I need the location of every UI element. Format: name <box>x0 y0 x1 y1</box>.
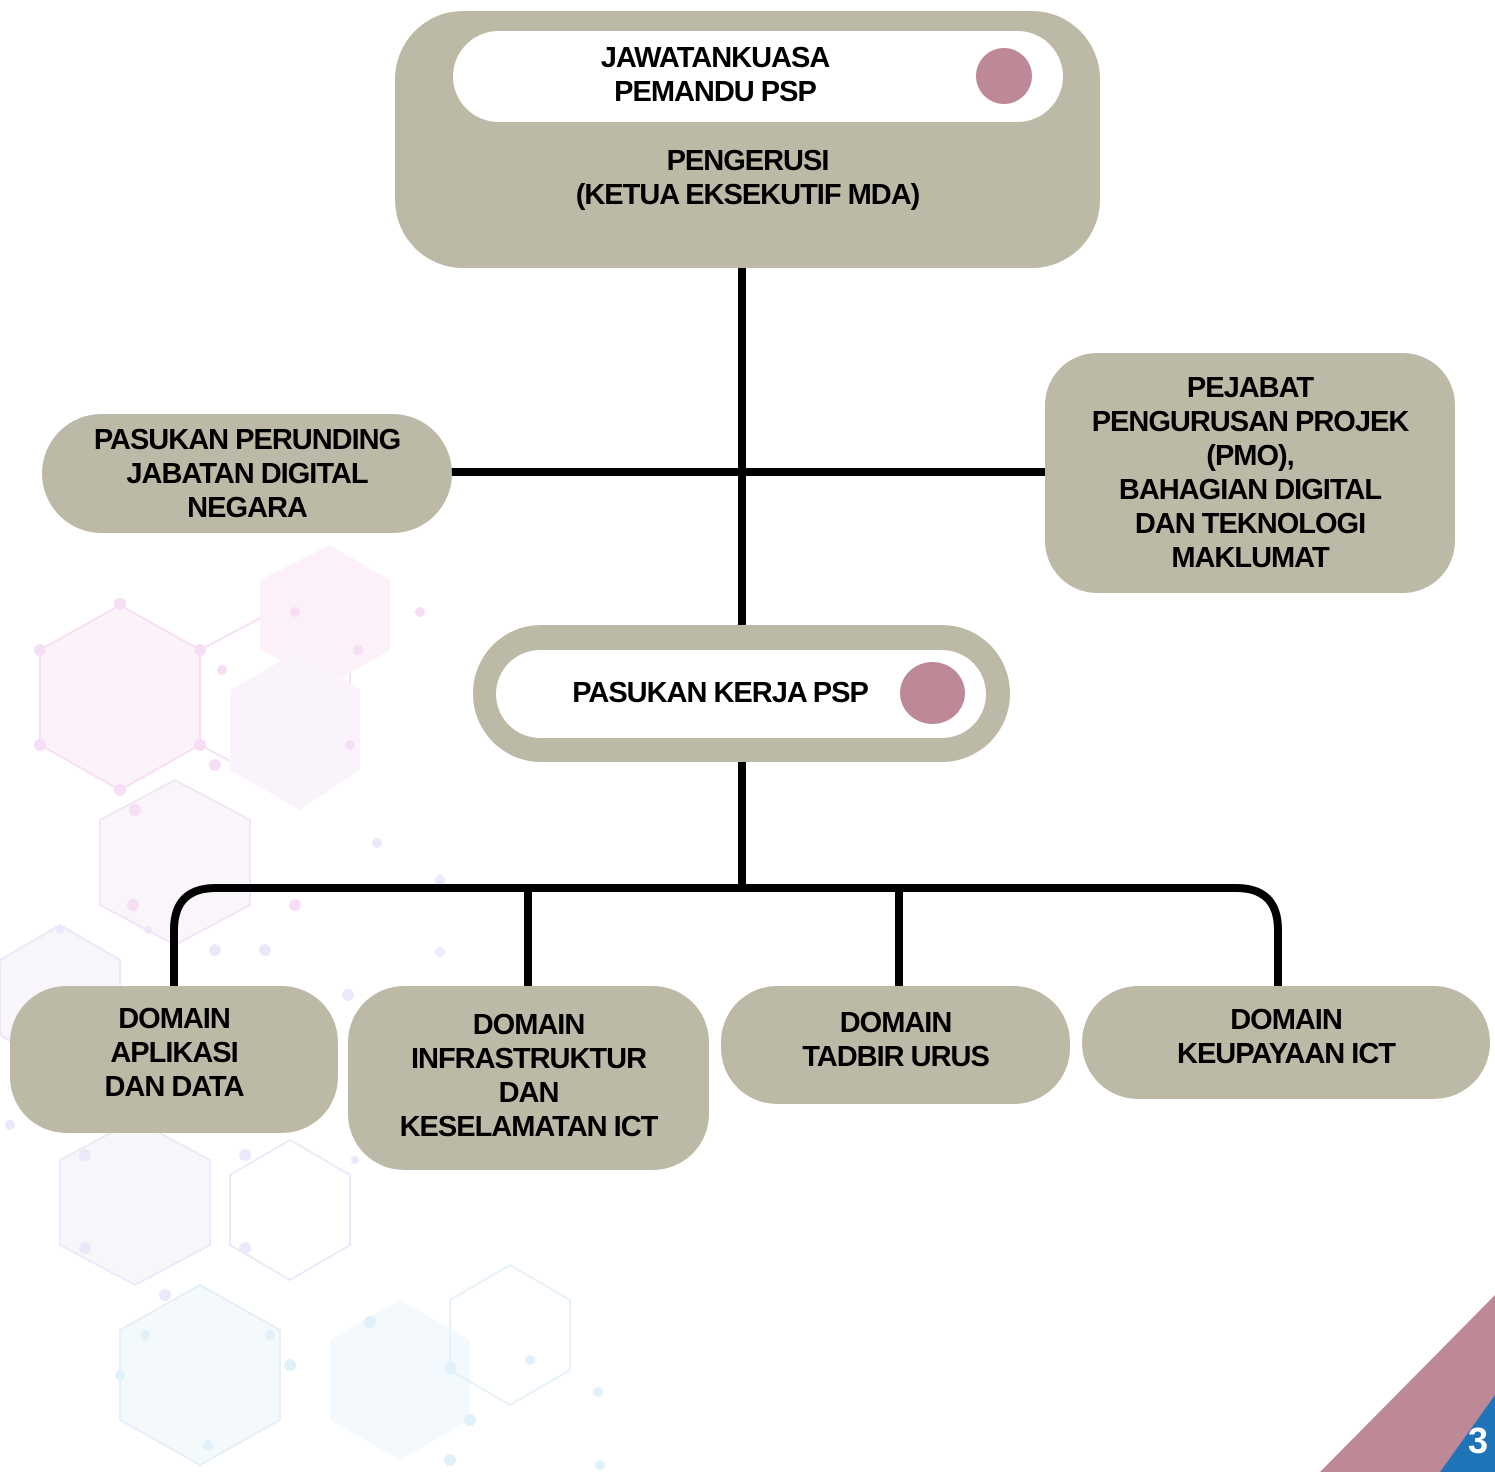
domain-label: DOMAIN INFRASTRUKTUR DAN KESELAMATAN ICT <box>399 1009 659 1143</box>
working-team-label: PASUKAN KERJA PSP <box>572 677 869 709</box>
domain-label: DOMAIN APLIKASI DAN DATA <box>104 1002 244 1103</box>
domain-box-tadbir-urus: DOMAIN TADBIR URUS <box>721 986 1070 1104</box>
indicator-dot <box>900 662 965 724</box>
negotiation-team-label: PASUKAN PERUNDING JABATAN DIGITAL NEGARA <box>93 423 401 524</box>
domain-box-keupayaan-ict: DOMAIN KEUPAYAAN ICT <box>1082 986 1490 1099</box>
page-number: 3 <box>1468 1420 1489 1461</box>
corner-decoration <box>1320 1295 1495 1472</box>
negotiation-team-box: PASUKAN PERUNDING JABATAN DIGITAL NEGARA <box>42 414 452 533</box>
pmo-box: PEJABAT PENGURUSAN PROJEK (PMO), BAHAGIA… <box>1045 353 1455 593</box>
steering-committee-title: JAWATANKUASA PEMANDU PSP <box>600 42 831 108</box>
steering-committee-title-pill <box>453 31 1063 122</box>
domain-label: DOMAIN TADBIR URUS <box>802 1007 990 1073</box>
domain-box-aplikasi-data: DOMAIN APLIKASI DAN DATA <box>10 986 338 1133</box>
chairman-label: PENGERUSI (KETUA EKSEKUTIF MDA) <box>575 145 921 211</box>
pmo-label: PEJABAT PENGURUSAN PROJEK (PMO), BAHAGIA… <box>1091 372 1410 574</box>
domain-label: DOMAIN KEUPAYAAN ICT <box>1177 1003 1396 1070</box>
domain-box-infrastruktur: DOMAIN INFRASTRUKTUR DAN KESELAMATAN ICT <box>348 986 709 1170</box>
indicator-dot <box>976 48 1032 104</box>
